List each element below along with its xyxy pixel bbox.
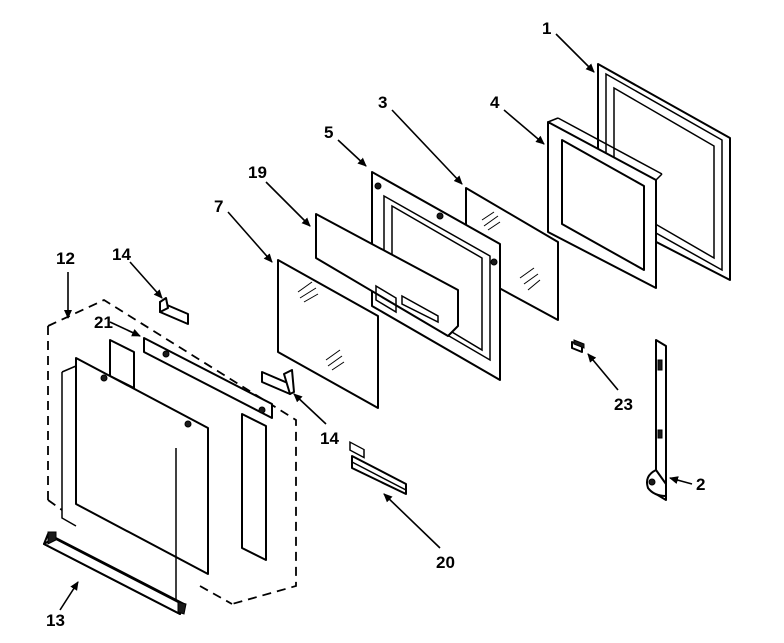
callout-3: 3 (378, 93, 387, 112)
callout-14-lower: 14 (320, 429, 339, 448)
part-23-clip (571, 339, 585, 353)
callout-1: 1 (542, 19, 551, 38)
callout-23: 23 (614, 395, 633, 414)
leader-lines (59, 33, 693, 611)
part-14-upper-bracket (159, 297, 189, 325)
callout-14-upper: 14 (112, 245, 131, 264)
callout-13: 13 (46, 611, 65, 630)
part-21-trim-strip (143, 337, 273, 419)
part-4-door-trim (547, 117, 663, 289)
part-7-glass-panel (277, 259, 379, 409)
part-outer-door-panel (61, 357, 209, 600)
callout-19: 19 (248, 163, 267, 182)
part-20-strip (351, 455, 407, 495)
part-2-hinge (646, 339, 667, 501)
callout-4: 4 (490, 93, 500, 112)
callout-12: 12 (56, 249, 75, 268)
part-12-outer-door-assembly (47, 298, 297, 605)
part-13-handle (43, 531, 187, 615)
callout-labels: 1 2 3 4 5 7 12 13 14 14 19 20 21 23 (46, 19, 705, 630)
callout-2: 2 (696, 475, 705, 494)
part-side-strip (241, 413, 267, 561)
callout-5: 5 (324, 123, 333, 142)
part-19-shield (315, 213, 459, 459)
callout-21: 21 (94, 313, 113, 332)
part-14-lower-bracket (261, 369, 295, 395)
callout-7: 7 (214, 197, 223, 216)
callout-20: 20 (436, 553, 455, 572)
